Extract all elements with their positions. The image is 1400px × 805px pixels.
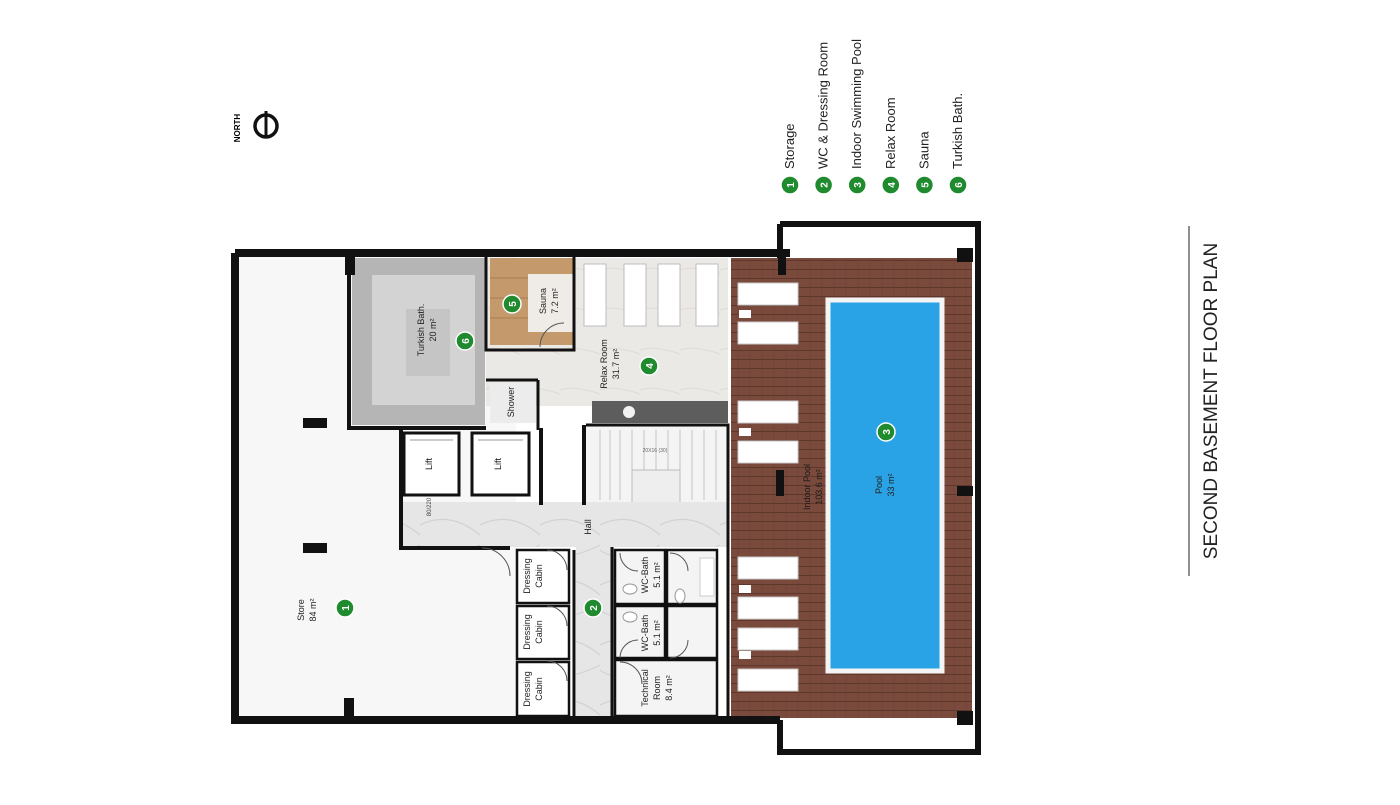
- indoor-pool-name: Indoor Pool: [802, 464, 812, 510]
- pool-area: 33 m²: [886, 473, 896, 496]
- legend-label-6: Turkish Bath.: [950, 93, 965, 169]
- hall-name: Hall: [583, 519, 593, 535]
- stair-label: 20X16 (30): [643, 448, 668, 454]
- indoor-pool-area: 103.6 m²: [814, 469, 824, 505]
- legend-label-1: Storage: [782, 123, 797, 169]
- dressing-2-name2: Cabin: [534, 620, 544, 644]
- lift-2-name: Lift: [493, 458, 503, 471]
- room-labels: Store 84 m² Turkish Bath. 20 m² Sauna 7.…: [296, 288, 896, 707]
- badge-sauna: 5: [508, 301, 519, 307]
- legend-num-4: 4: [887, 182, 898, 188]
- dressing-2-name: Dressing: [522, 614, 532, 650]
- legend-badge-3: [847, 175, 867, 195]
- legend-badge-4: [881, 175, 901, 195]
- plan-title: SECOND BASEMENT FLOOR PLAN: [1188, 226, 1222, 576]
- badge-relax-room: 4: [645, 363, 656, 369]
- legend-badge-5: [914, 175, 935, 195]
- floor-plan: 20X16 (30): [231, 221, 981, 755]
- legend-label-3: Indoor Swimming Pool: [849, 39, 864, 169]
- wc-bath-1-area: 5.1 m²: [652, 562, 662, 588]
- legend-badge-1: [780, 175, 800, 195]
- walls: [231, 221, 981, 755]
- title-text: SECOND BASEMENT FLOOR PLAN: [1201, 243, 1222, 559]
- pool-water: [825, 297, 945, 674]
- legend-label-4: Relax Room: [883, 97, 898, 169]
- wc-bath-2-area: 5.1 m²: [652, 620, 662, 646]
- relax-counter: [592, 401, 728, 423]
- relax-room-name: Relax Room: [599, 339, 609, 389]
- shower-floor: [490, 383, 536, 423]
- legend-badge-6: [948, 175, 968, 195]
- columns: [303, 248, 973, 725]
- sauna-name: Sauna: [538, 288, 548, 314]
- badge-wc-zone: 2: [589, 605, 600, 611]
- deck-loungers: [737, 282, 799, 692]
- lift-door-label: 80/220: [427, 497, 433, 516]
- technical-room-name: Technical: [640, 669, 650, 707]
- relax-loungers: [583, 263, 719, 327]
- legend-num-3: 3: [853, 182, 864, 188]
- sauna-area: 7.2 m²: [550, 288, 560, 314]
- lift-1: [402, 431, 461, 497]
- legend: 1 Storage 2 WC & Dressing Room 3 Indoor Swimm…: [780, 39, 968, 195]
- wc-bath-1-name: WC-Bath: [640, 557, 650, 594]
- pool-name: Pool: [874, 476, 884, 494]
- legend-num-1: 1: [786, 182, 797, 188]
- dressing-cabins: [515, 548, 571, 718]
- wc-bath-2-name: WC-Bath: [640, 615, 650, 652]
- legend-num-2: 2: [820, 182, 831, 188]
- shower-name: Shower: [506, 387, 516, 418]
- dressing-1-name: Dressing: [522, 558, 532, 594]
- badge-store: 1: [341, 605, 352, 611]
- legend-label-5: Sauna: [916, 131, 931, 169]
- room-badges: 1 6 5 4 2 3: [335, 294, 896, 618]
- legend-badge-2: [813, 175, 834, 195]
- legend-num-5: 5: [920, 182, 931, 188]
- technical-room-name2: Room: [652, 676, 662, 700]
- store-name: Store: [296, 599, 306, 621]
- lift-1-name: Lift: [424, 458, 434, 471]
- badge-turkish-bath: 6: [461, 338, 472, 344]
- doors: [481, 322, 689, 685]
- badge-pool: 3: [882, 429, 893, 435]
- north-label: NORTH: [233, 114, 242, 143]
- relax-room-area: 31.7 m²: [611, 349, 621, 380]
- store-area: 84 m²: [308, 598, 318, 621]
- hall-floor: [401, 502, 728, 547]
- dressing-3-name: Dressing: [522, 671, 532, 707]
- lift-2: [470, 431, 531, 497]
- technical-room-area: 8.4 m²: [664, 675, 674, 701]
- dressing-3-name2: Cabin: [534, 677, 544, 701]
- turkish-bath-area: 20 m²: [428, 318, 438, 341]
- dressing-1-name2: Cabin: [534, 564, 544, 588]
- legend-num-6: 6: [954, 182, 965, 188]
- north-arrow: NORTH: [233, 111, 279, 143]
- legend-label-2: WC & Dressing Room: [816, 42, 831, 169]
- turkish-bath-name: Turkish Bath.: [416, 304, 426, 357]
